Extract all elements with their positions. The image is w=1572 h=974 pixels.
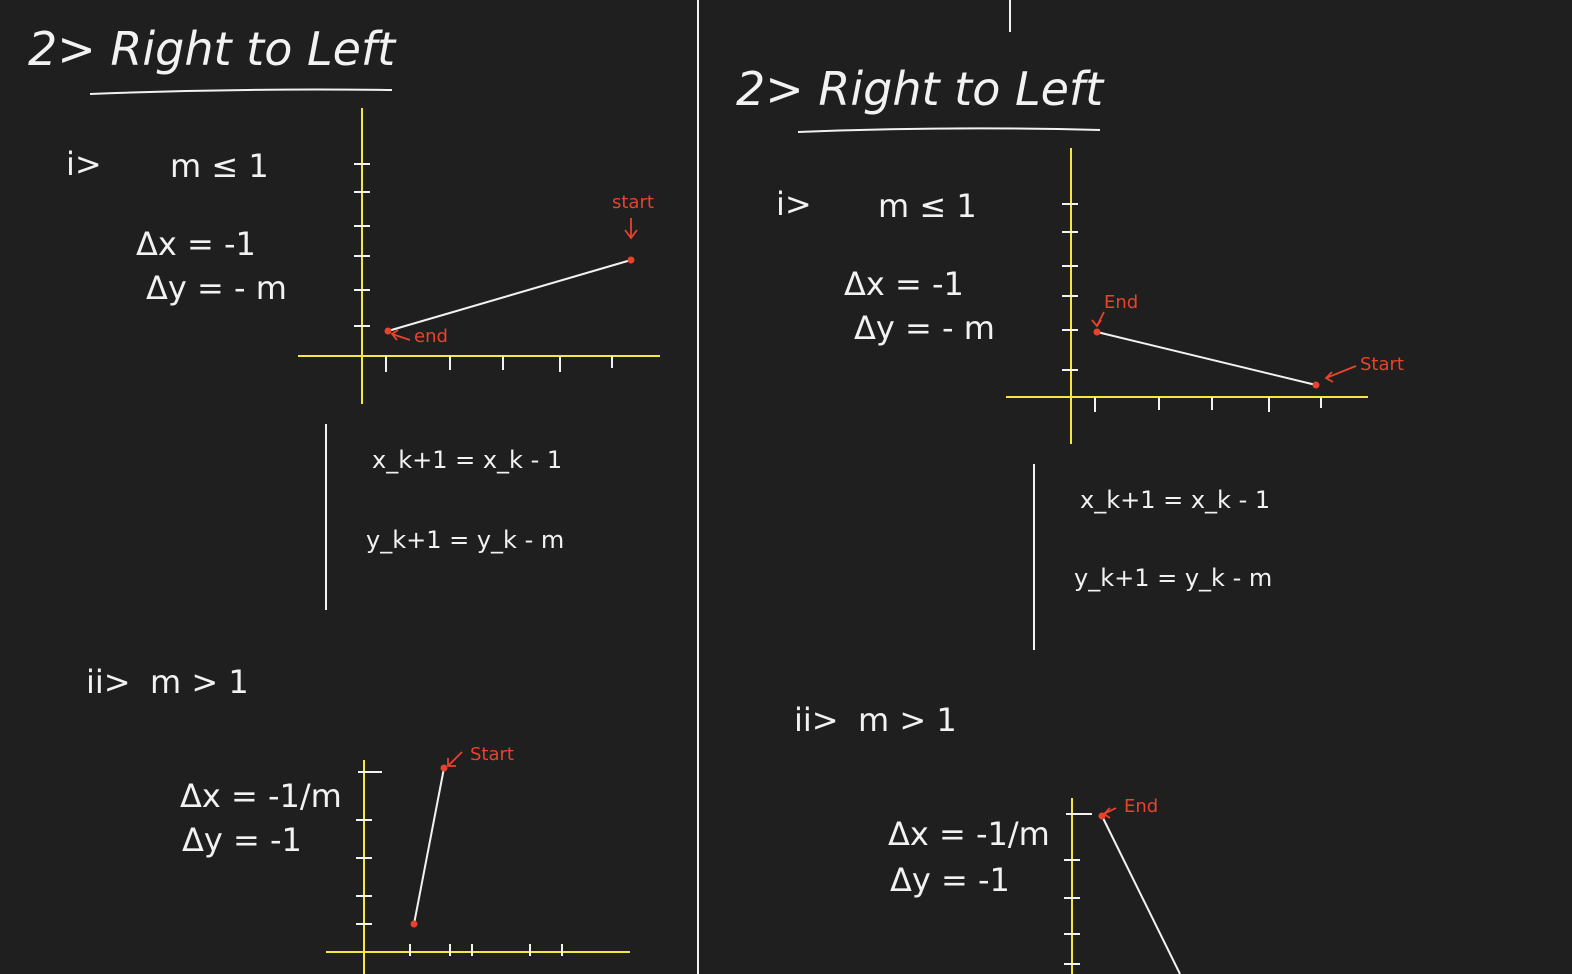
title-underline-2 xyxy=(797,127,1101,133)
panel1-title: 2> Right to Left xyxy=(28,22,396,76)
graph1-end-arrow xyxy=(390,329,411,341)
panel1-case1-condition: m ≤ 1 xyxy=(170,147,269,185)
panel2-case2-dx: Δx = -1/m xyxy=(888,815,1050,853)
graph3-ticks xyxy=(1062,203,1322,412)
graph3-start-point xyxy=(1312,381,1320,389)
graph3-end-arrow xyxy=(1091,311,1105,328)
panel2-case1-label: i> xyxy=(776,185,812,223)
graph3-line xyxy=(1096,331,1317,386)
panel2-case2-condition: m > 1 xyxy=(858,701,957,739)
graph1-start-point xyxy=(627,256,635,264)
graph1-end-point xyxy=(384,327,392,335)
panel2-case1-dy: Δy = - m xyxy=(854,309,995,347)
panel1-case2-dx: Δx = -1/m xyxy=(180,777,342,815)
graph1-axes xyxy=(298,108,660,404)
panel1-case2-dy: Δy = -1 xyxy=(182,821,302,859)
panel1-eq2: y_k+1 = y_k - m xyxy=(366,526,565,554)
panel2-graph3-end-label: End xyxy=(1104,292,1139,313)
panel2-title: 2> Right to Left xyxy=(736,62,1104,116)
graph4-line xyxy=(1101,815,1181,974)
graph2-start-arrow xyxy=(447,751,463,767)
panel2-eq2: y_k+1 = y_k - m xyxy=(1074,564,1273,592)
graph3-axes xyxy=(1006,148,1368,444)
graph1-line xyxy=(387,259,632,332)
panel1-case2-label: ii> xyxy=(86,663,131,701)
panel2-case1-condition: m ≤ 1 xyxy=(878,187,977,225)
panel2-graph4-end-label: End xyxy=(1124,796,1159,817)
panel2-case1-dx: Δx = -1 xyxy=(844,265,964,303)
panel2-graph3-start-label: Start xyxy=(1360,354,1404,375)
graph1-start-arrow xyxy=(624,218,638,240)
panel1-case1-label: i> xyxy=(66,145,102,183)
graph3-end-point xyxy=(1093,328,1101,336)
panel1-case1-dx: Δx = -1 xyxy=(136,225,256,263)
graph2-end-point xyxy=(410,920,418,928)
panel1-eq1: x_k+1 = x_k - 1 xyxy=(372,446,563,474)
title-underline xyxy=(89,88,393,95)
graph2-axes xyxy=(326,760,630,974)
panel1-case1-dy: Δy = - m xyxy=(146,269,287,307)
graph2-ticks xyxy=(356,771,563,956)
panel1-case2-condition: m > 1 xyxy=(150,663,249,701)
graph4-ticks xyxy=(1064,813,1092,965)
panel2-eq1: x_k+1 = x_k - 1 xyxy=(1080,486,1271,514)
graph1-ticks xyxy=(354,163,613,372)
panel1-graph1-start-label: start xyxy=(612,192,654,213)
panel1-graph2-start-label: Start xyxy=(470,744,514,765)
graph4-end-arrow xyxy=(1102,807,1117,819)
graph2-start-point xyxy=(440,764,448,772)
graph3-start-arrow xyxy=(1324,365,1357,383)
panel1-graph1-end-label: end xyxy=(414,326,448,347)
panel2-case2-label: ii> xyxy=(794,701,839,739)
panel2-case2-dy: Δy = -1 xyxy=(890,861,1010,899)
graph2-line xyxy=(413,767,445,925)
